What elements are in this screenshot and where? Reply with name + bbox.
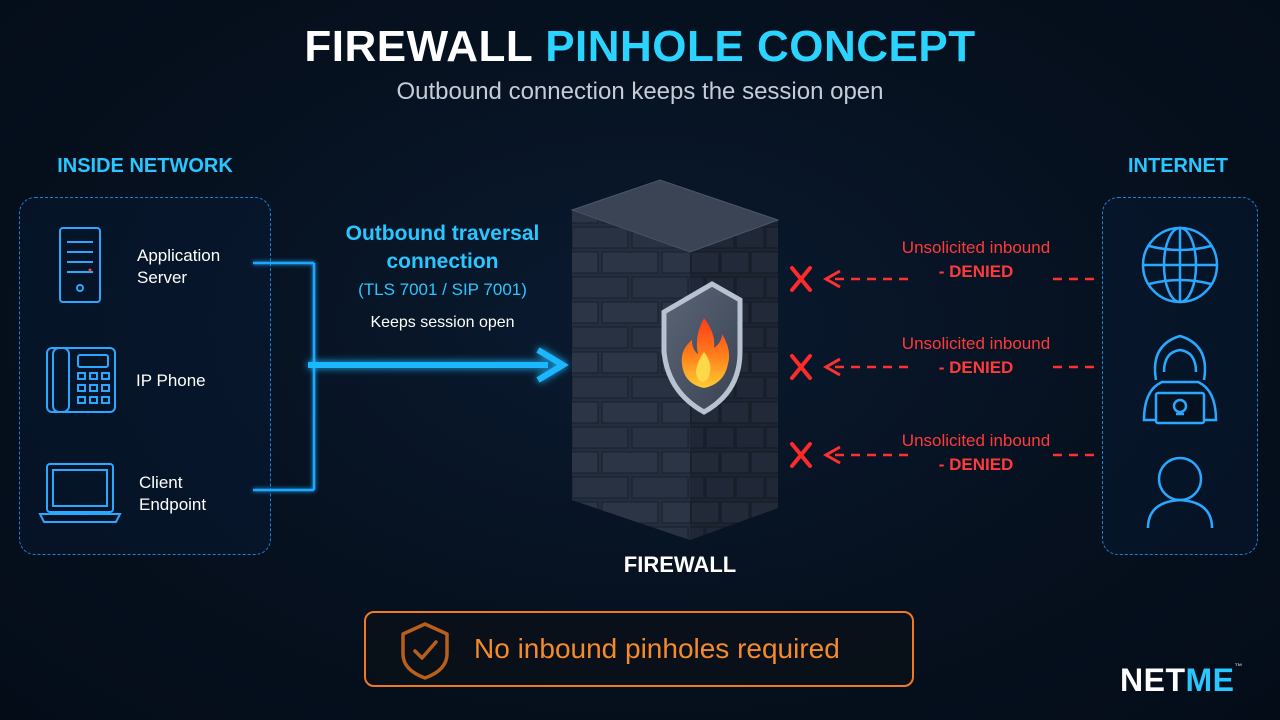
page-title: FIREWALL PINHOLE CONCEPT xyxy=(0,22,1280,72)
device-label-line2: Server xyxy=(137,268,188,287)
laptop-icon xyxy=(38,463,122,523)
denied-line1: Unsolicited inbound xyxy=(901,334,1051,353)
title-part1: FIREWALL xyxy=(304,22,533,71)
device-label-application-server: Application Server xyxy=(137,245,220,289)
hacker-icon xyxy=(1142,334,1218,425)
device-label-line1: Application xyxy=(137,246,221,265)
device-label-line2: Endpoint xyxy=(139,495,207,514)
server-icon xyxy=(59,227,101,303)
brand-logo-tm: ™ xyxy=(1234,662,1243,671)
title-part2: PINHOLE CONCEPT xyxy=(545,22,976,71)
denied-line2: - DENIED xyxy=(938,262,1014,281)
device-label-line1: Client xyxy=(139,473,183,492)
firewall-label: FIREWALL xyxy=(623,552,737,577)
inside-connector xyxy=(253,261,316,492)
device-label-client-endpoint: Client Endpoint xyxy=(139,472,206,516)
deny-x-icon xyxy=(790,442,812,468)
footer-callout xyxy=(364,611,914,687)
outbound-arrow xyxy=(308,347,569,383)
denied-label-2: Unsolicited inbound - DENIED xyxy=(876,334,1076,378)
shield-check-icon xyxy=(401,622,449,680)
inside-network-label: INSIDE NETWORK xyxy=(57,155,233,177)
user-icon xyxy=(1146,456,1214,529)
brand-logo-part2: ME xyxy=(1185,662,1235,698)
footer-message: No inbound pinholes required xyxy=(474,633,840,664)
outbound-ports: (TLS 7001 / SIP 7001) xyxy=(358,280,527,299)
deny-x-icon xyxy=(790,266,812,292)
brand-logo-part1: NET xyxy=(1120,662,1186,698)
denied-arrow-2 xyxy=(822,357,1098,377)
brand-logo: NETME™ xyxy=(1120,662,1243,699)
outbound-title-line2: connection xyxy=(386,250,499,273)
deny-x-icon xyxy=(790,354,812,380)
device-label-ip-phone: IP Phone xyxy=(136,370,206,392)
denied-line1: Unsolicited inbound xyxy=(901,238,1051,257)
ip-phone-icon xyxy=(46,347,116,413)
outbound-note: Keeps session open xyxy=(370,314,515,331)
internet-label: INTERNET xyxy=(1128,155,1228,177)
page-subtitle: Outbound connection keeps the session op… xyxy=(396,78,884,105)
inside-network-zone xyxy=(19,197,271,555)
globe-icon xyxy=(1141,226,1219,304)
device-label-line1: IP Phone xyxy=(136,371,206,390)
shield-fire-icon xyxy=(661,281,743,415)
denied-label-1: Unsolicited inbound - DENIED xyxy=(876,238,1076,282)
outbound-title-line1: Outbound traversal xyxy=(345,222,540,245)
denied-label-3: Unsolicited inbound - DENIED xyxy=(876,431,1076,475)
outbound-connection-title: Outbound traversal connection xyxy=(300,220,585,276)
denied-line2: - DENIED xyxy=(938,455,1014,474)
denied-arrow-1 xyxy=(822,269,1098,289)
denied-line1: Unsolicited inbound xyxy=(901,431,1051,450)
denied-line2: - DENIED xyxy=(938,358,1014,377)
denied-arrow-3 xyxy=(822,445,1098,465)
